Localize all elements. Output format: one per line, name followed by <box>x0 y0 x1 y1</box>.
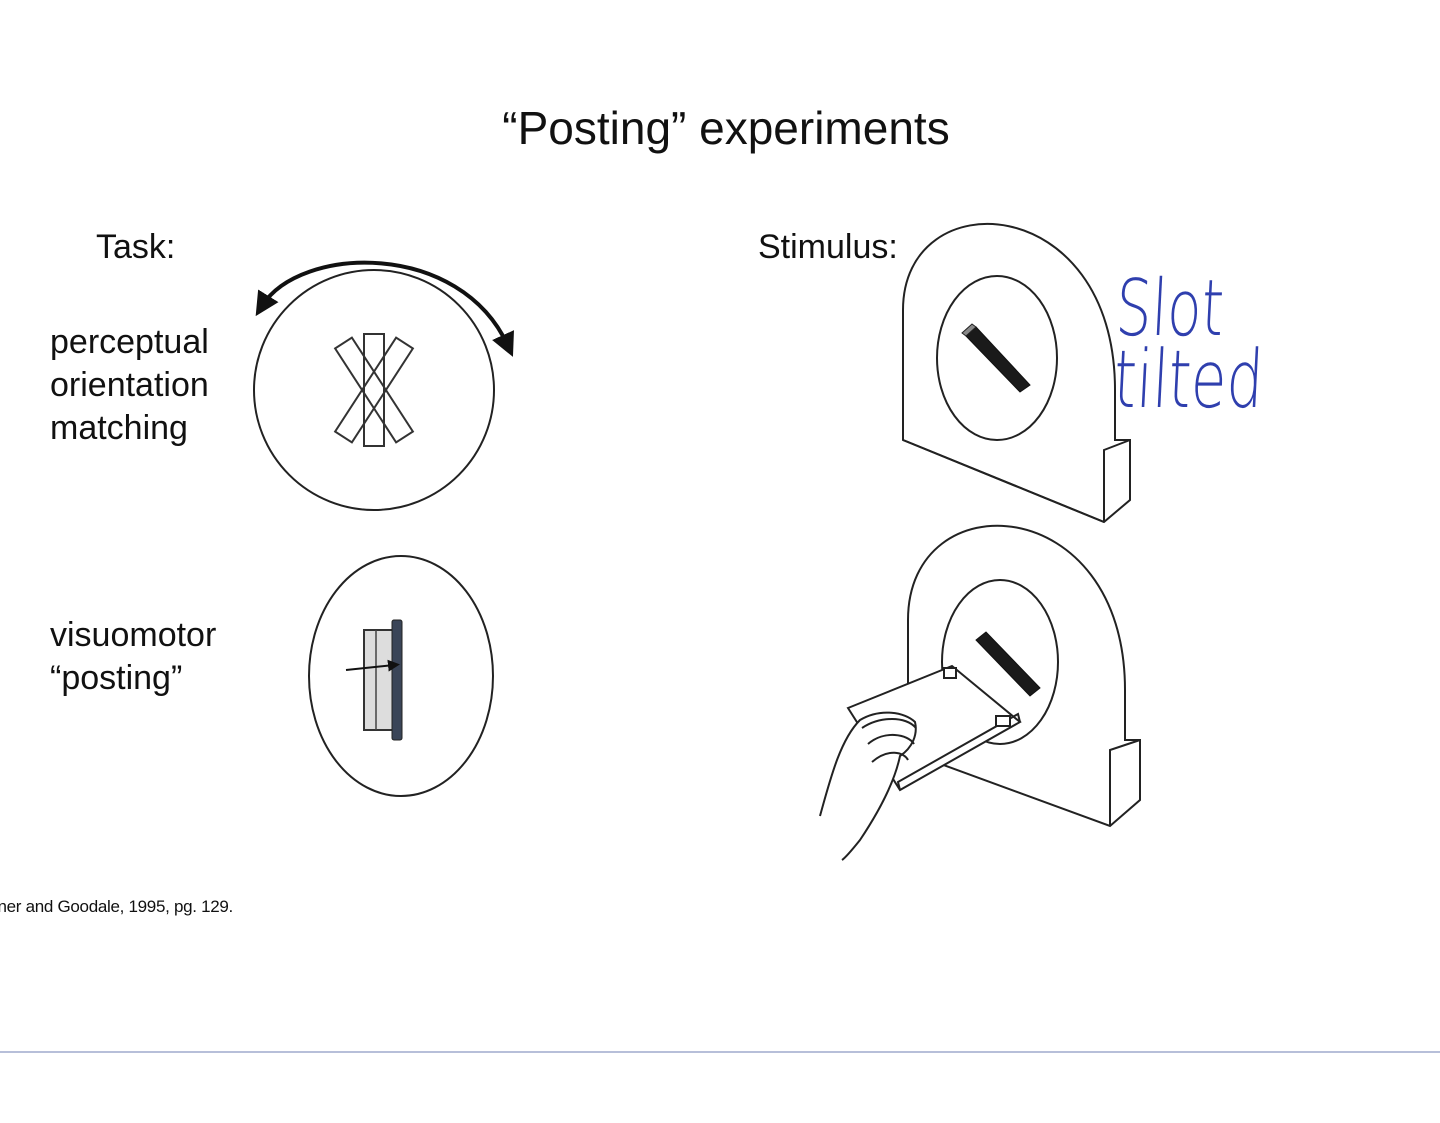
task-label-visuomotor: visuomotor “posting” <box>50 616 217 697</box>
curved-double-arrow-icon <box>255 260 514 357</box>
stimulus-heading: Stimulus: <box>758 228 898 266</box>
card-slot-icon <box>345 619 403 741</box>
task-label-perceptual: perceptual orientation matching <box>50 323 209 447</box>
hand-icon <box>819 711 917 861</box>
tilted-slot-apparatus <box>902 223 1131 524</box>
citation: lner and Goodale, 1995, pg. 129. <box>0 897 233 916</box>
matching-dial <box>253 269 495 511</box>
slide-title: “Posting” experiments <box>502 102 950 154</box>
bottom-divider <box>0 1051 1440 1053</box>
posting-dial <box>308 555 494 797</box>
annotation-tilted: tilted <box>1111 333 1266 426</box>
hand-posting-card-apparatus <box>819 524 1141 861</box>
task-heading: Task: <box>96 228 176 266</box>
tilted-slot <box>961 323 1031 393</box>
crossed-bars-icon <box>333 333 415 447</box>
